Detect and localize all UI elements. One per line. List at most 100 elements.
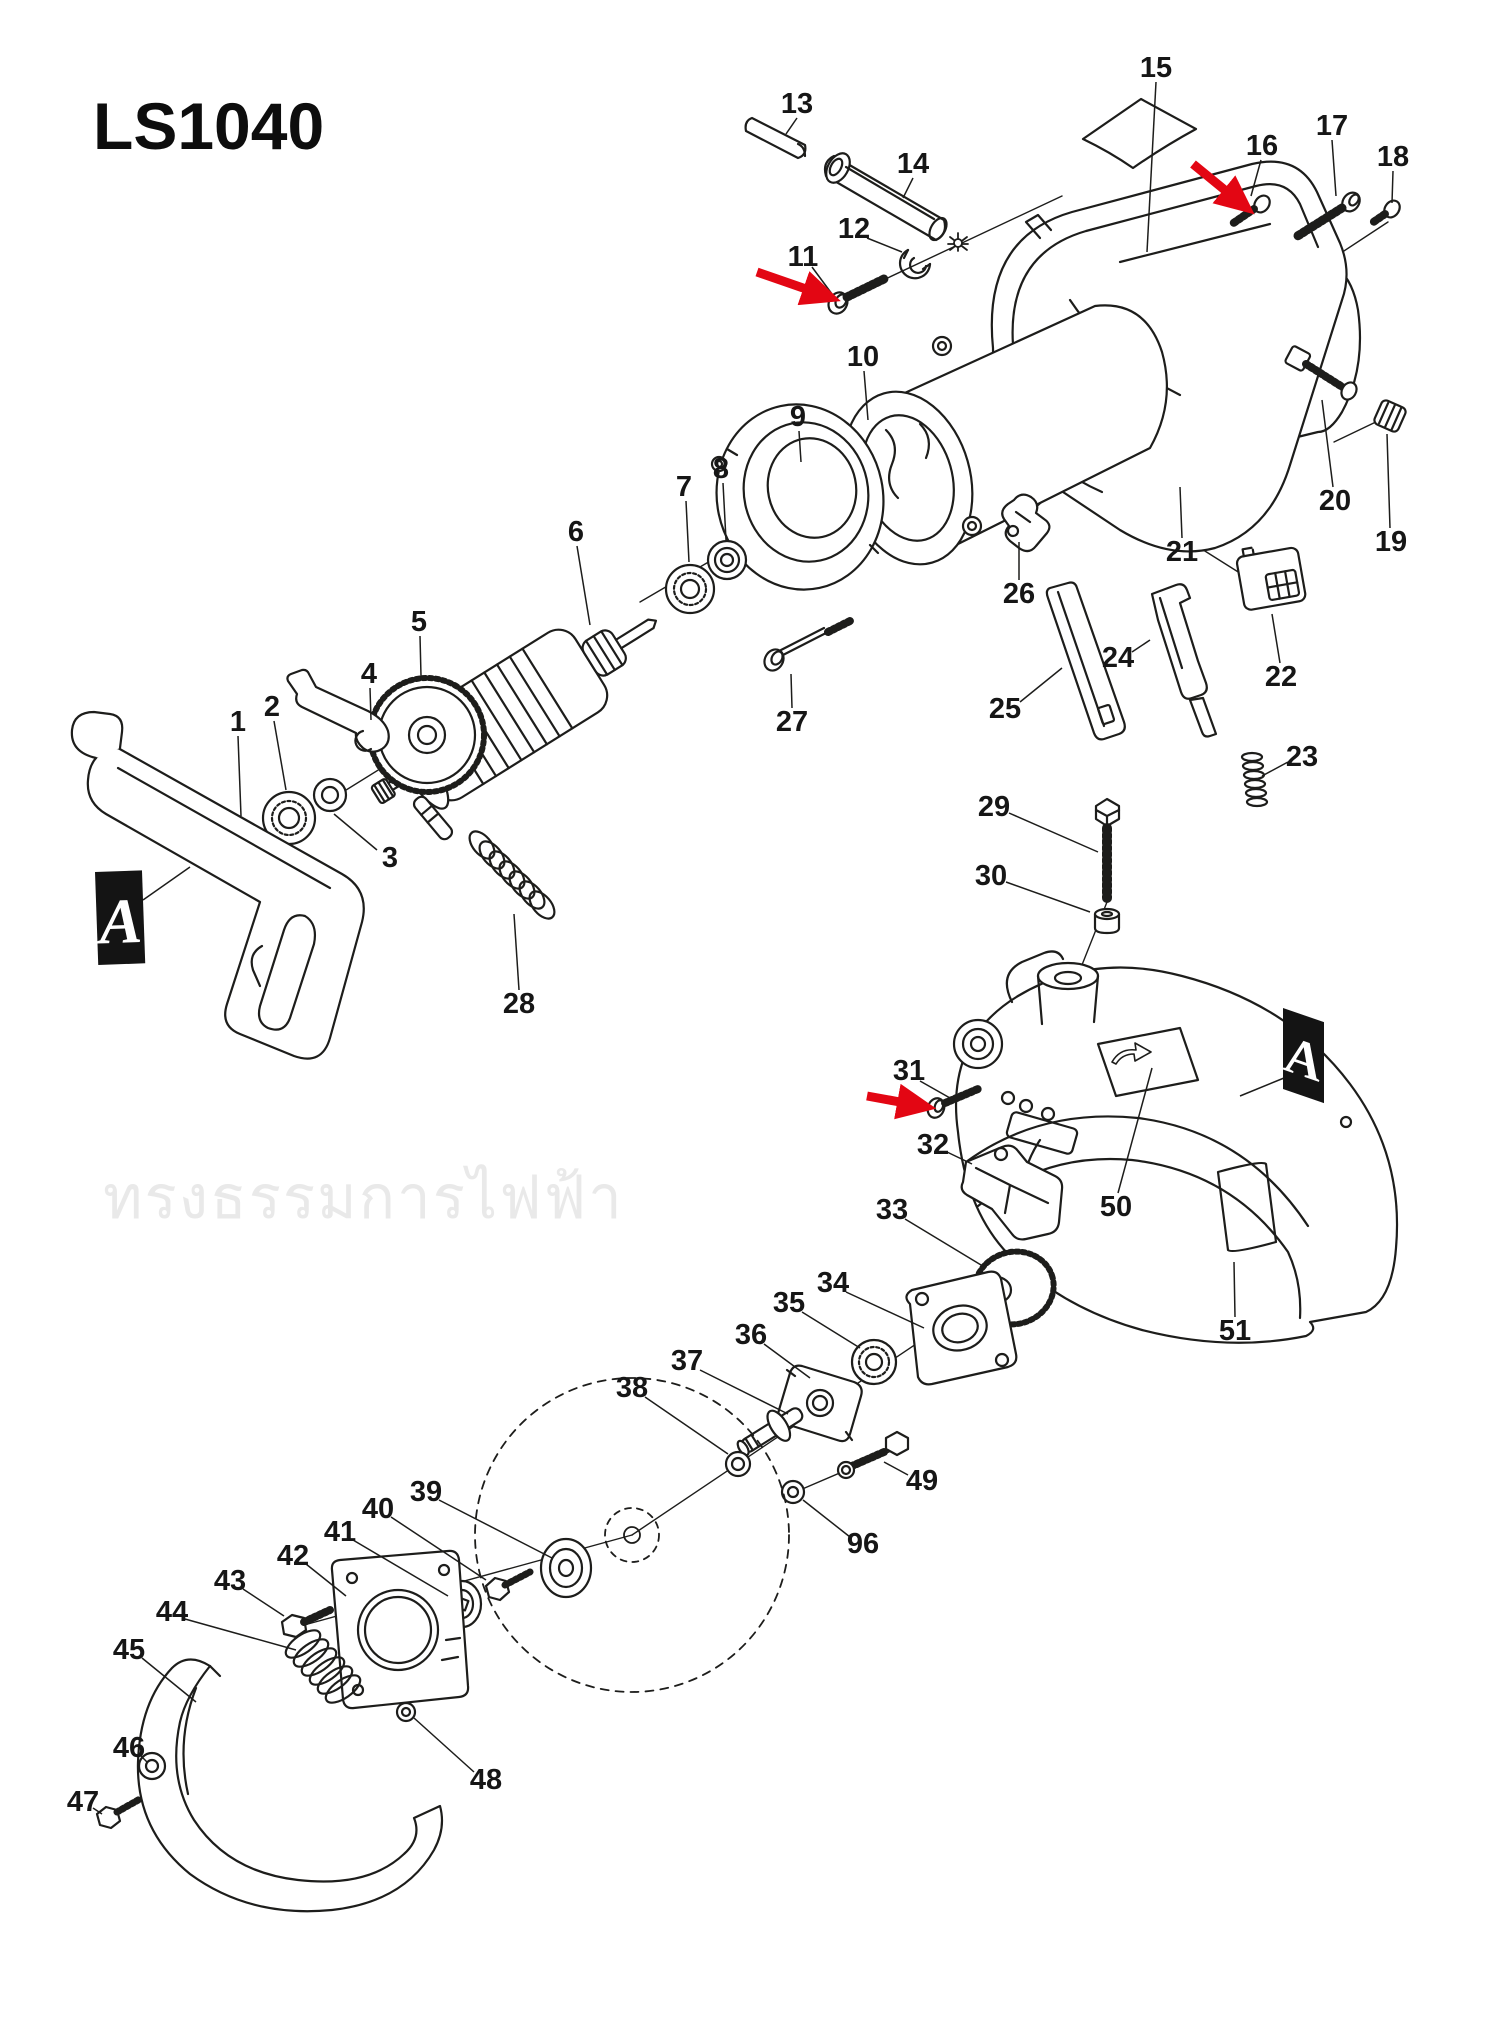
part-label-6: 6 [568, 516, 584, 548]
leader-line-3 [333, 813, 378, 851]
part-washer-96 [780, 1479, 806, 1505]
exploded-diagram-artwork [70, 97, 1407, 1913]
part-bolt-43 [280, 1606, 334, 1639]
leader-line-50 [1117, 1067, 1153, 1194]
part-label-51: 51 [1219, 1315, 1251, 1347]
part-label-17: 17 [1316, 110, 1348, 142]
part-label-34: 34 [817, 1267, 849, 1299]
leader-line-10 [863, 370, 869, 421]
part-spring-23 [1240, 751, 1269, 808]
part-shaft-pin [412, 795, 454, 841]
part-label-1: 1 [230, 706, 246, 738]
leader-line-96 [802, 1499, 851, 1538]
leader-line-27 [790, 673, 793, 709]
part-bolt-47 [95, 1795, 144, 1830]
part-label-50: 50 [1100, 1191, 1132, 1223]
part-label-4: 4 [361, 658, 377, 690]
part-nameplate-15 [1081, 97, 1198, 170]
part-spring-28 [468, 830, 556, 920]
leader-line-9 [798, 430, 802, 463]
part-label-36: 36 [735, 1319, 767, 1351]
leader-line-43 [242, 1588, 285, 1617]
part-washer-38 [724, 1450, 752, 1478]
part-label-33: 33 [876, 1194, 908, 1226]
part-pin-13 [744, 116, 807, 160]
leader-line-34 [845, 1291, 925, 1329]
leader-line-21 [1179, 486, 1183, 539]
part-label-42: 42 [277, 1540, 309, 1572]
leader-line-28 [513, 913, 520, 991]
part-bracket-32 [960, 1144, 1064, 1241]
part-label-23: 23 [1286, 741, 1318, 773]
leader-line-18 [1391, 170, 1394, 204]
leader-line-20 [1321, 399, 1334, 488]
leader-line-24 [1131, 639, 1151, 653]
part-label-27: 27 [776, 706, 808, 738]
part-clip-12 [898, 248, 932, 280]
part-label-11: 11 [788, 241, 819, 273]
part-clip-26 [1001, 493, 1051, 553]
part-label-43: 43 [214, 1565, 246, 1597]
leader-line-14 [902, 177, 914, 199]
leader-lines [92, 81, 1394, 1815]
leader-line-7 [685, 500, 690, 563]
leader-line-13 [785, 117, 798, 135]
leader-line-41 [352, 1539, 449, 1597]
view-marker-letter: A [1283, 1022, 1322, 1096]
part-strip-24 [1150, 583, 1218, 738]
part-screw-11 [827, 274, 889, 315]
part-bearing-8 [706, 539, 748, 581]
part-label-8: 8 [713, 453, 729, 485]
leader-line-2 [273, 720, 287, 791]
part-label-38: 38 [616, 1372, 648, 1404]
view-marker-box [95, 870, 146, 965]
part-switch-22 [1235, 546, 1307, 611]
red-callout-arrow-3 [866, 1083, 937, 1120]
part-spring-44 [284, 1629, 362, 1704]
leader-line-40 [390, 1516, 487, 1581]
part-screw-20 [1284, 345, 1358, 401]
part-flange-39 [539, 1537, 593, 1599]
part-plate-36 [777, 1364, 863, 1443]
leader-line-25 [1019, 667, 1063, 703]
part-label-13: 13 [781, 88, 813, 120]
part-washer-48 [395, 1701, 417, 1723]
part-label-22: 22 [1265, 661, 1297, 693]
part-label-28: 28 [503, 988, 535, 1020]
part-bearing-35 [850, 1338, 898, 1386]
watermark-text: ทรงธรรมการไฟฟ้า [103, 1164, 624, 1231]
leader-line-47 [92, 1807, 103, 1815]
part-label-5: 5 [411, 606, 427, 638]
view-marker-a-left: A [94, 870, 146, 965]
part-label-16: 16 [1246, 130, 1278, 162]
part-label-45: 45 [113, 1634, 145, 1666]
part-label-7: 7 [676, 471, 692, 503]
part-label-47: 47 [67, 1786, 99, 1818]
part-label-14: 14 [897, 148, 929, 180]
callout-arrows [755, 160, 1255, 1120]
part-label-96: 96 [847, 1528, 879, 1560]
leader-line-22 [1271, 613, 1281, 664]
part-cover-plate-42 [330, 1549, 470, 1710]
part-bolt-40 [484, 1568, 534, 1602]
part-label-18: 18 [1377, 141, 1409, 173]
leader-line-36 [763, 1343, 811, 1379]
leader-line-15 [1146, 81, 1157, 253]
part-label-41: 41 [324, 1516, 356, 1548]
part-label-21: 21 [1166, 536, 1198, 568]
part-screw-17 [1291, 191, 1361, 242]
leader-line-38 [644, 1396, 729, 1455]
leader-line-33 [904, 1218, 987, 1269]
part-grip-tube-14 [823, 152, 948, 242]
leader-line-51 [1233, 1261, 1236, 1318]
part-lever-4 [286, 668, 390, 753]
part-label-32: 32 [917, 1129, 949, 1161]
leader-line-6 [576, 545, 591, 626]
leader-line-48 [413, 1717, 475, 1773]
part-handle-1 [70, 710, 365, 1060]
part-label-25: 25 [989, 693, 1021, 725]
part-slide-plate-25 [1045, 581, 1126, 741]
part-label-39: 39 [410, 1476, 442, 1508]
